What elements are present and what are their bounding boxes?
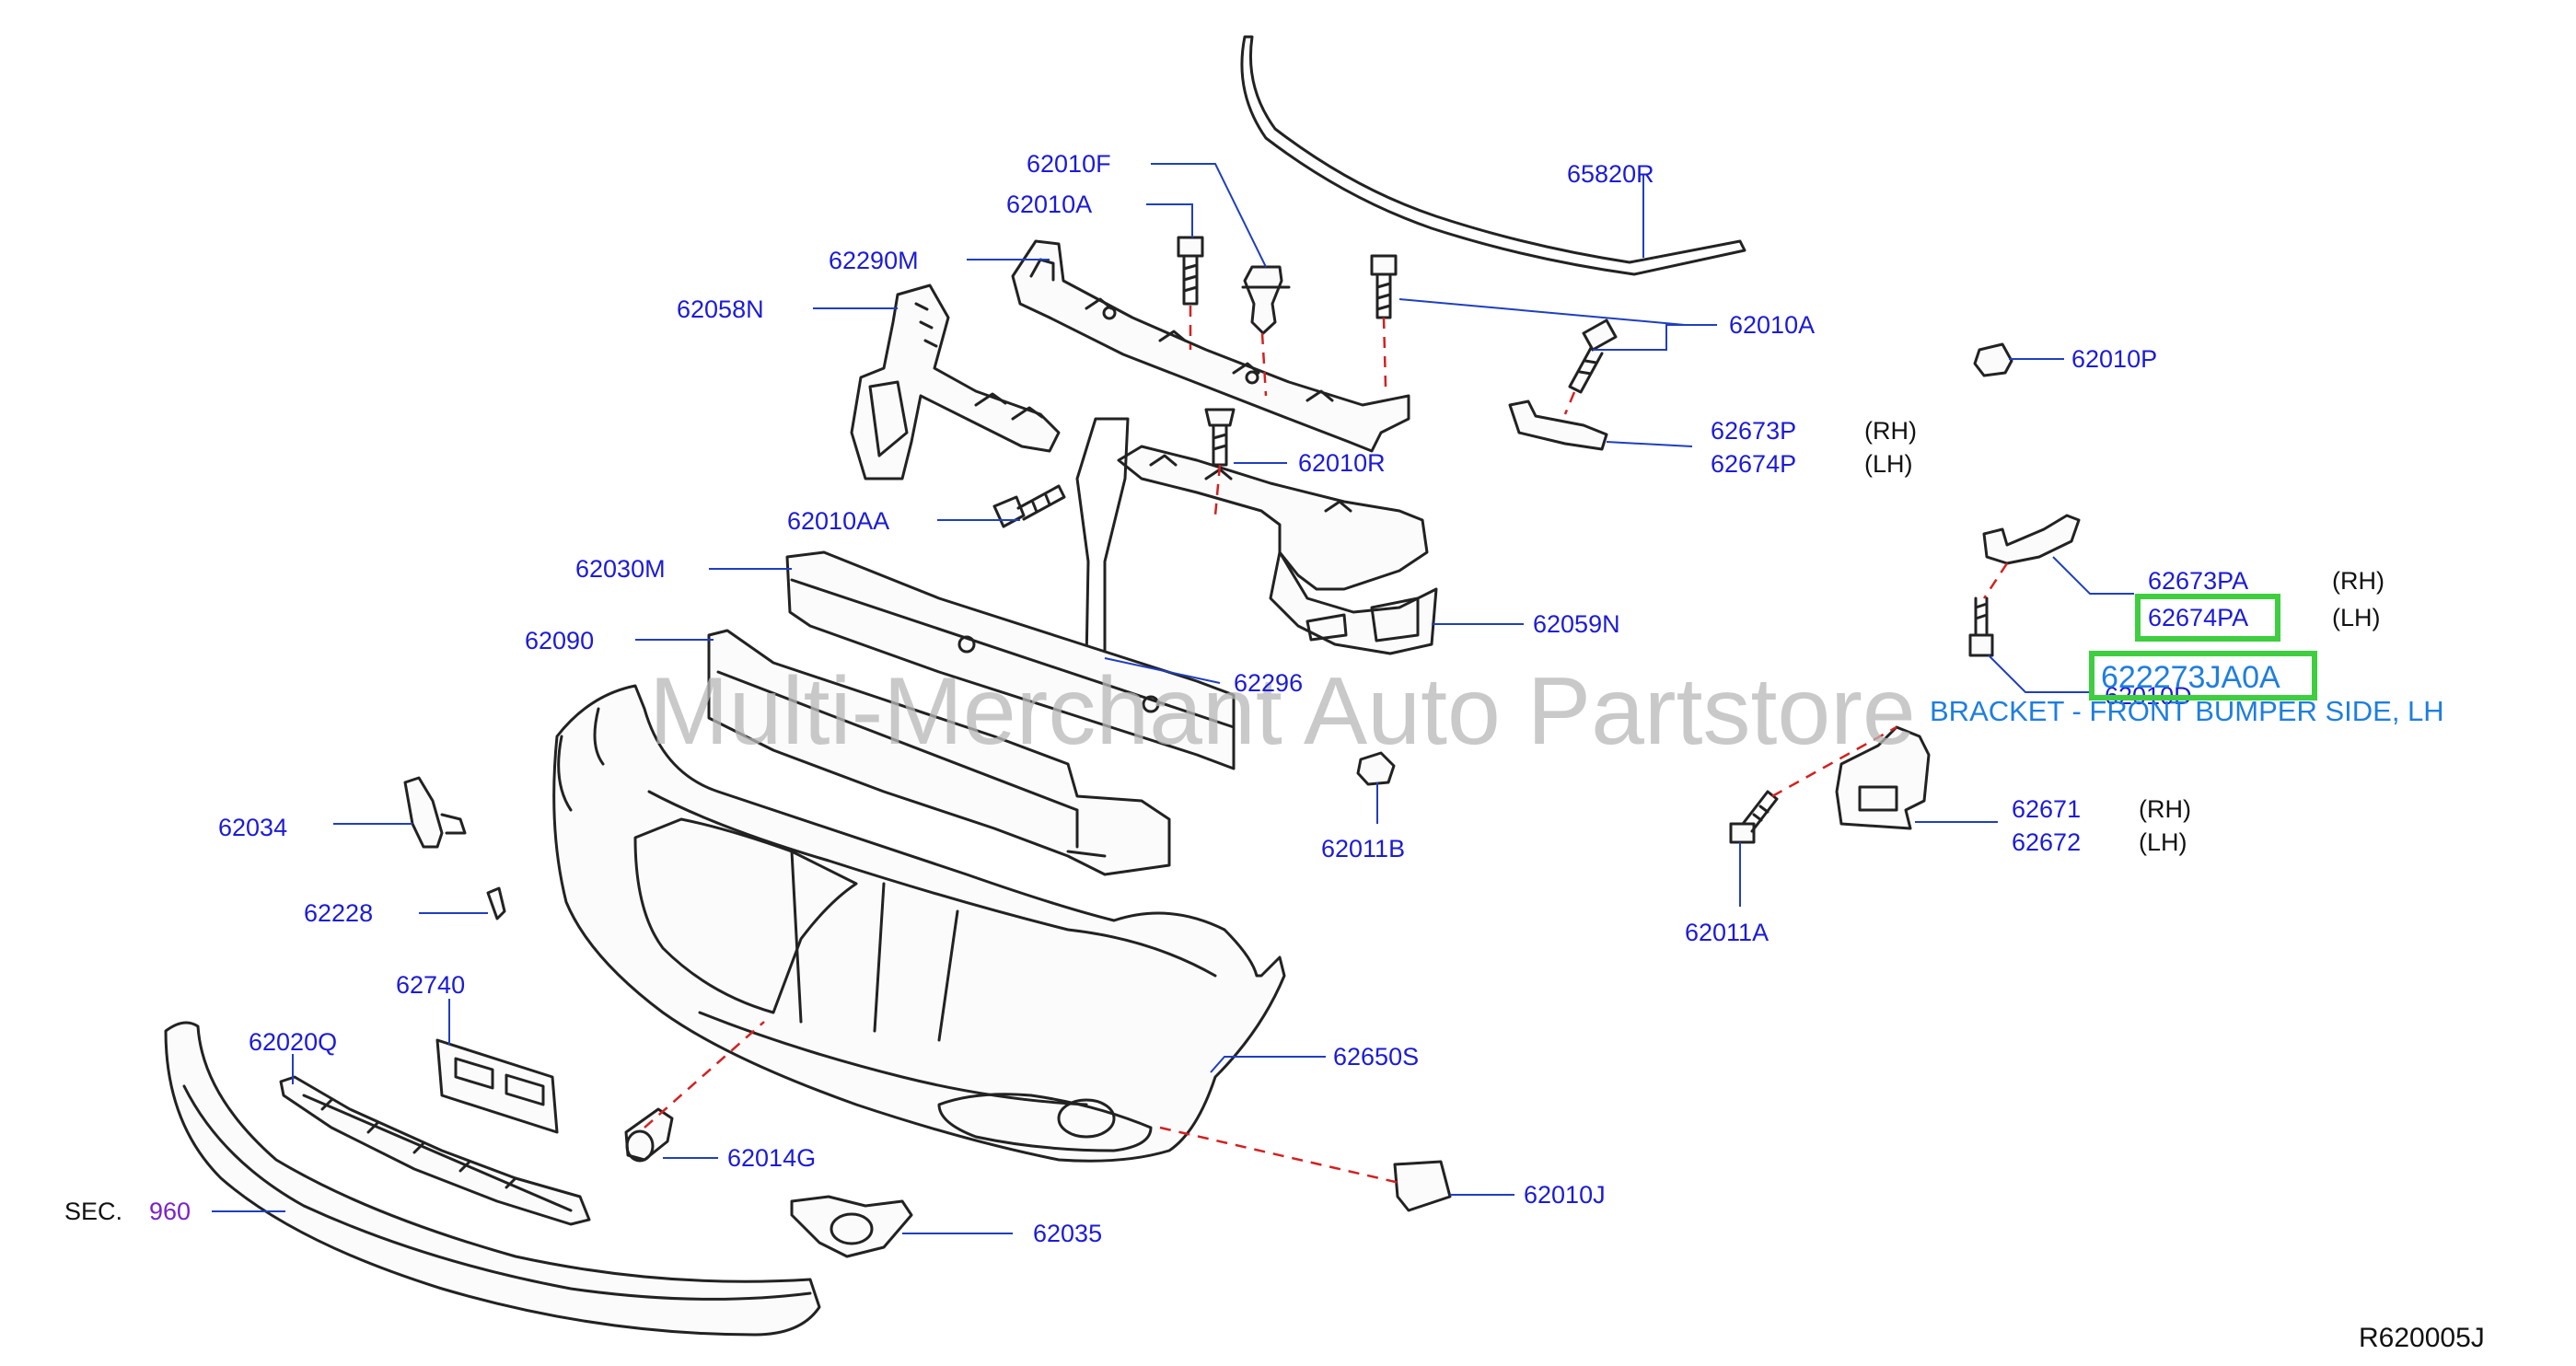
label-62010A-right[interactable]: 62010A [1729, 311, 1815, 339]
label-62674PA[interactable]: 62674PA [2148, 604, 2248, 631]
label-62672[interactable]: 62672 [2012, 828, 2081, 856]
reinforcement-62030M [785, 550, 1236, 770]
label-62020Q[interactable]: 62020Q [249, 1028, 337, 1056]
section-number-link[interactable]: 960 [149, 1198, 191, 1225]
label-62034[interactable]: 62034 [218, 814, 287, 841]
lip-spoiler-960 [164, 1021, 821, 1337]
leader-lines [212, 163, 2134, 1234]
right-bracket-62059N [1117, 445, 1438, 655]
label-62228[interactable]: 62228 [304, 899, 373, 927]
bolt-62010A-b [1370, 254, 1398, 319]
cover-62010J [1393, 1160, 1452, 1212]
label-62674P[interactable]: 62674P [1711, 450, 1796, 478]
absorber-62090 [707, 629, 1171, 876]
side-rh-62673PA: (RH) [2332, 567, 2385, 595]
side-lh-62674PA: (LH) [2332, 604, 2381, 631]
bolt-62011A [1729, 790, 1779, 844]
bracket-62673P [1508, 399, 1608, 451]
label-62058N[interactable]: 62058N [677, 295, 764, 323]
grommet-62014G [624, 1107, 674, 1163]
label-62014G[interactable]: 62014G [727, 1144, 816, 1172]
bolt-62010R [1204, 408, 1236, 467]
highlight-box-part-number [2089, 651, 2317, 700]
clip-62228 [486, 886, 506, 920]
section-prefix: SEC. [64, 1198, 122, 1225]
bumper-fascia-62650S [552, 684, 1286, 1163]
nut-62010P [1973, 342, 2013, 377]
diagram-code: R620005J [2359, 1323, 2485, 1353]
label-62035[interactable]: 62035 [1033, 1220, 1102, 1247]
label-62010AA[interactable]: 62010AA [787, 507, 889, 535]
molding-strip-65820R [1240, 35, 1746, 276]
label-62011A[interactable]: 62011A [1685, 919, 1769, 946]
label-62011B[interactable]: 62011B [1321, 835, 1405, 862]
label-62030M[interactable]: 62030M [575, 555, 666, 583]
label-62740[interactable]: 62740 [396, 971, 465, 999]
label-62059N[interactable]: 62059N [1533, 610, 1620, 638]
assembly-lines [644, 306, 2009, 1185]
left-bracket-62058N [850, 284, 1061, 480]
fog-bezel-62035 [790, 1195, 913, 1258]
label-62010J[interactable]: 62010J [1524, 1181, 1606, 1209]
highlight-box-62674PA [2135, 594, 2280, 642]
nut-62011B [1356, 751, 1396, 786]
label-62650S[interactable]: 62650S [1333, 1043, 1419, 1071]
label-62673PA[interactable]: 62673PA [2148, 567, 2248, 595]
label-65820R[interactable]: 65820R [1567, 160, 1654, 188]
label-62673P[interactable]: 62673P [1711, 417, 1796, 445]
highlight-part-number[interactable]: 622273JA0A [2101, 660, 2280, 695]
label-62010R[interactable]: 62010R [1298, 449, 1386, 477]
side-lh-62674P: (LH) [1864, 450, 1913, 478]
side-rh-62671: (RH) [2139, 795, 2191, 823]
bolt-62010A-a [1177, 236, 1204, 306]
label-62296[interactable]: 62296 [1234, 669, 1303, 697]
highlight-description: BRACKET - FRONT BUMPER SIDE, LH [1930, 695, 2444, 727]
label-62671[interactable]: 62671 [2012, 795, 2081, 823]
bolt-62010D [1968, 596, 1994, 657]
upper-bracket-62290M [1011, 239, 1410, 453]
lower-grille-62020Q [279, 1075, 591, 1226]
label-62290M[interactable]: 62290M [829, 247, 919, 274]
label-62010P[interactable]: 62010P [2071, 345, 2157, 373]
bracket-62671 [1835, 725, 1931, 830]
watermark: Multi-Merchant Auto Partstore [649, 658, 1916, 765]
bracket-62673PA [1982, 514, 2081, 565]
label-62010A-top[interactable]: 62010A [1006, 191, 1092, 218]
grille-62034 [403, 776, 467, 849]
clip-62010F [1241, 265, 1291, 335]
label-62090[interactable]: 62090 [525, 627, 594, 654]
plate-bracket-62740 [435, 1038, 559, 1134]
bolt-62010A-c [1568, 318, 1618, 394]
label-62010F[interactable]: 62010F [1027, 150, 1111, 178]
side-rh-62673P: (RH) [1864, 417, 1917, 445]
side-lh-62672: (LH) [2139, 828, 2187, 856]
